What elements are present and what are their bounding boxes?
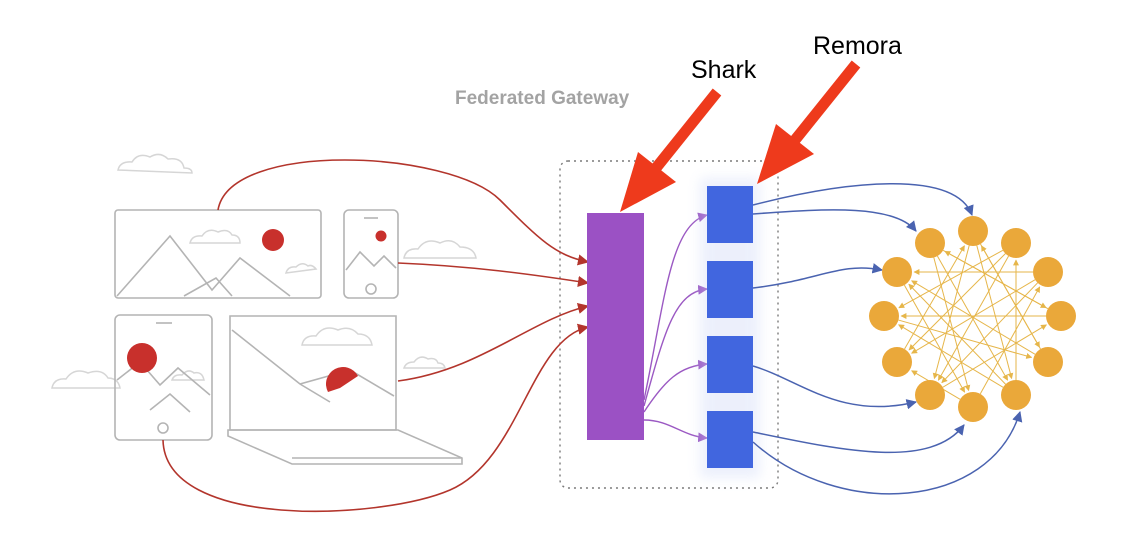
cloud-icon	[403, 240, 477, 259]
laptop-link	[397, 302, 590, 382]
service-edge	[898, 324, 1004, 388]
shark-label: Shark	[691, 56, 757, 84]
service-edge	[976, 245, 1014, 380]
cloud-icon	[170, 370, 205, 381]
shark-callout-arrow	[651, 88, 722, 172]
service-node	[1033, 347, 1063, 377]
service-node	[915, 228, 945, 258]
shark-remora-link	[643, 359, 708, 413]
remora-callout-arrow	[790, 60, 861, 144]
remora-service-link	[752, 365, 918, 410]
service-edge	[937, 255, 1010, 381]
cloud-icon	[189, 229, 241, 244]
callouts: Shark Remora	[620, 32, 902, 212]
gateway-boundary	[559, 160, 779, 489]
remora-callout-arrowhead	[757, 124, 814, 184]
diagram-title: Federated Gateway	[455, 88, 630, 109]
cloud-icon	[402, 356, 446, 369]
service-edge	[941, 282, 1038, 384]
service-edge	[903, 284, 966, 393]
sun-dot	[262, 229, 284, 251]
remora-node	[707, 261, 753, 318]
sun-dot	[375, 230, 387, 242]
service-edges	[898, 243, 1049, 400]
service-edge	[908, 283, 1006, 385]
service-node	[1001, 380, 1031, 410]
remora-node	[707, 411, 753, 468]
phone-link	[397, 262, 590, 287]
remora-node	[707, 336, 753, 393]
service-node	[882, 347, 912, 377]
service-edge	[908, 253, 1006, 351]
phone-device	[343, 209, 399, 299]
service-edge	[942, 249, 1047, 309]
cloud-icon	[117, 153, 193, 174]
service-edge	[904, 245, 965, 350]
remora-service-link	[752, 410, 1023, 495]
service-node	[958, 216, 988, 246]
remora-service-link	[752, 183, 974, 216]
service-edge	[933, 257, 971, 392]
tablet-link	[162, 323, 590, 513]
service-edge	[936, 255, 1009, 381]
service-edge	[911, 279, 1036, 354]
cloud-icon	[51, 370, 121, 389]
client-devices	[114, 209, 463, 465]
shark-remora-link	[643, 212, 708, 401]
service-edge	[981, 245, 1041, 350]
service-node	[1046, 301, 1076, 331]
cloud-icon	[301, 327, 373, 346]
service-edge	[898, 249, 1004, 309]
remora-service-link	[752, 263, 884, 289]
cloud-icon	[284, 263, 318, 274]
sun-dot	[127, 343, 157, 373]
service-node	[915, 380, 945, 410]
service-edge	[979, 286, 1041, 395]
sun-dot	[326, 366, 358, 392]
shark-remora-link	[643, 419, 708, 443]
remora-links	[752, 183, 1023, 495]
service-node	[882, 257, 912, 287]
tv-device	[114, 209, 322, 299]
remora-label: Remora	[813, 32, 902, 60]
remora-nodes	[700, 178, 760, 478]
service-node	[1001, 228, 1031, 258]
tv-link	[217, 159, 590, 266]
service-node	[869, 301, 899, 331]
laptop-device	[227, 315, 463, 465]
remora-node	[707, 186, 753, 243]
service-nodes	[869, 216, 1076, 422]
service-edge	[942, 324, 1047, 388]
clouds	[51, 153, 477, 389]
service-node	[1033, 257, 1063, 287]
gateway-links	[643, 212, 708, 443]
service-edge	[898, 319, 1033, 359]
service-edge	[932, 245, 970, 380]
remora-service-link	[752, 209, 917, 232]
tablet-device	[114, 314, 213, 441]
shark-remora-link	[643, 284, 708, 407]
shark-node	[587, 213, 644, 440]
shark-callout-arrowhead	[620, 152, 676, 212]
remora-service-link	[752, 424, 965, 454]
service-node	[958, 392, 988, 422]
client-links	[162, 159, 590, 513]
